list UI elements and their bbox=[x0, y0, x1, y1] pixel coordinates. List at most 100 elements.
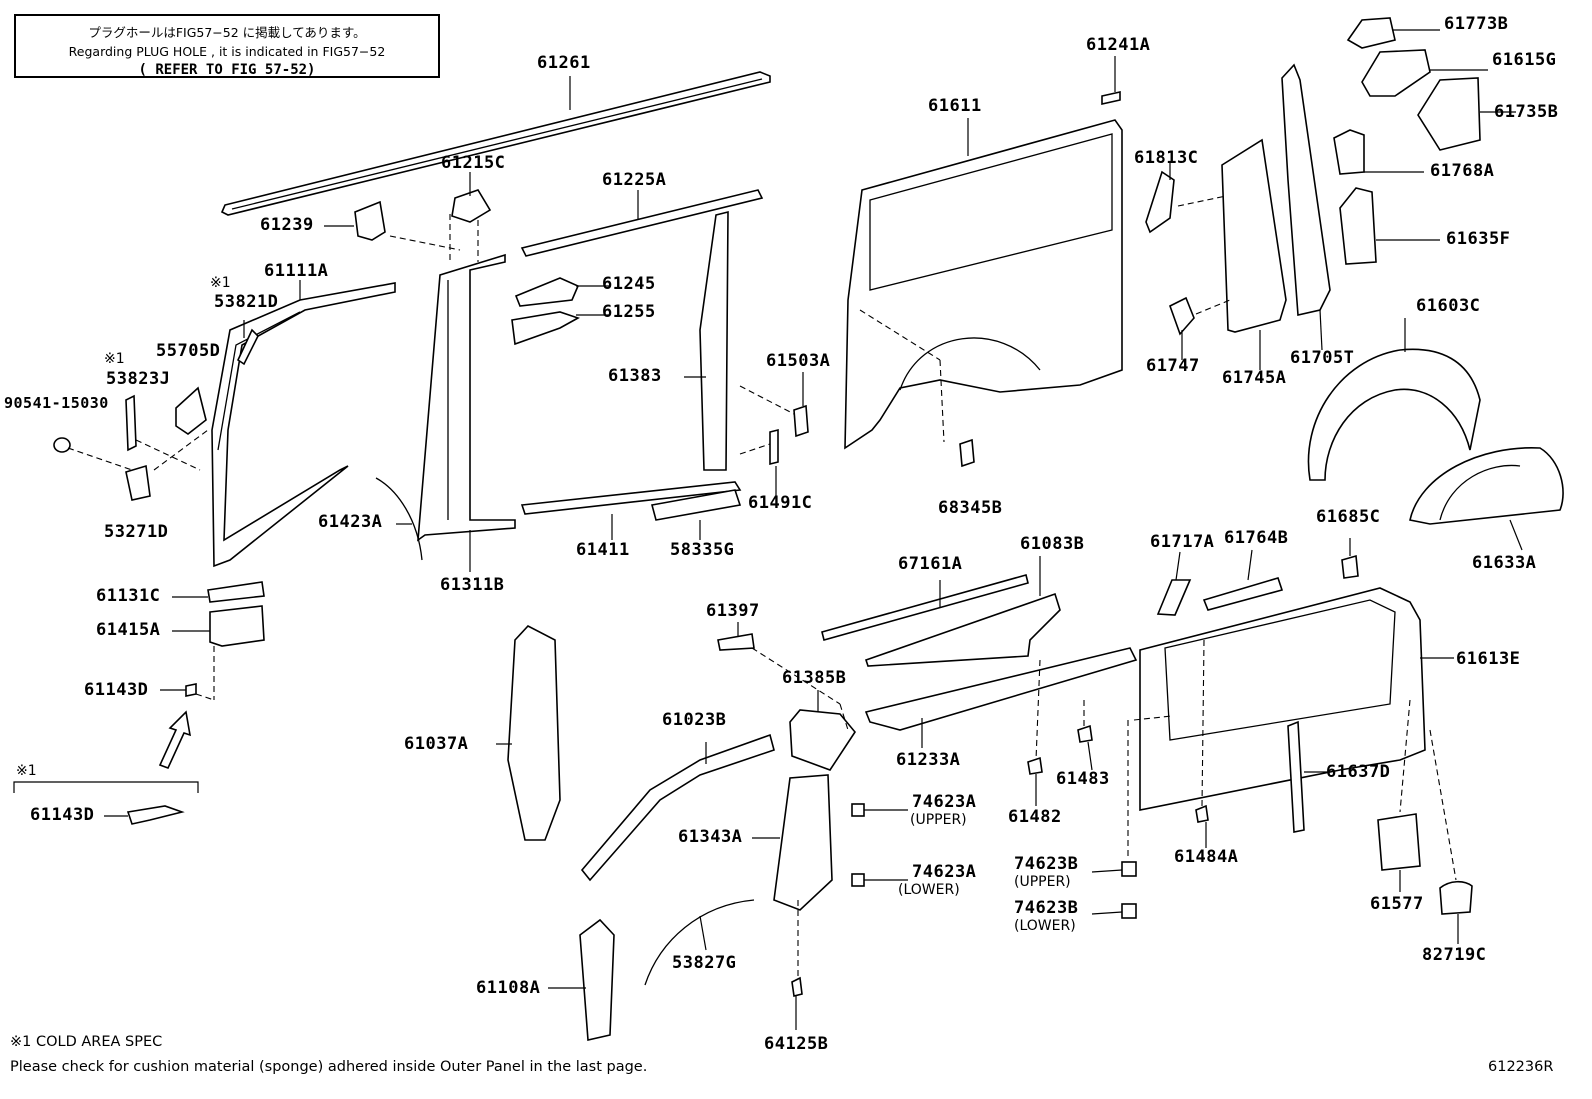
part-label-61503A[interactable]: 61503A bbox=[766, 351, 831, 371]
part-label-61768A[interactable]: 61768A bbox=[1430, 161, 1495, 181]
wheel-housing-61603C bbox=[1307, 348, 1481, 481]
part-label-58335G[interactable]: 58335G bbox=[670, 540, 735, 560]
part-label-64125B[interactable]: 64125B bbox=[764, 1034, 829, 1054]
part-label-61484A[interactable]: 61484A bbox=[1174, 847, 1239, 867]
part-label-61143D-cold[interactable]: 61143D bbox=[30, 805, 95, 825]
part-label-53271D[interactable]: 53271D bbox=[104, 522, 169, 542]
bracket-61239 bbox=[354, 200, 386, 241]
plate-68345B bbox=[959, 438, 975, 468]
part-label-61685C[interactable]: 61685C bbox=[1316, 507, 1381, 527]
part-label-61215C[interactable]: 61215C bbox=[441, 153, 506, 173]
part-label-61717A[interactable]: 61717A bbox=[1150, 532, 1215, 552]
bracket-61503A bbox=[793, 404, 809, 438]
part-label-61108A[interactable]: 61108A bbox=[476, 978, 541, 998]
wheel-arch-61423A bbox=[375, 477, 423, 561]
part-label-61311B[interactable]: 61311B bbox=[440, 575, 505, 595]
bracket-55705D bbox=[175, 386, 207, 435]
part-label-61037A[interactable]: 61037A bbox=[404, 734, 469, 754]
bracket-61245 bbox=[514, 277, 580, 307]
part-label-61745A[interactable]: 61745A bbox=[1222, 368, 1287, 388]
part-label-61255[interactable]: 61255 bbox=[602, 302, 656, 322]
part-label-61383[interactable]: 61383 bbox=[608, 366, 662, 386]
part-label-61613E[interactable]: 61613E bbox=[1456, 649, 1521, 669]
part-label-61423A[interactable]: 61423A bbox=[318, 512, 383, 532]
cold-area-mark-2: ※1 bbox=[104, 351, 125, 367]
rail-61083B bbox=[864, 592, 1061, 667]
part-label-61023B[interactable]: 61023B bbox=[662, 710, 727, 730]
part-label-61245[interactable]: 61245 bbox=[602, 274, 656, 294]
bracket-53823J bbox=[125, 394, 137, 452]
part-label-61735B[interactable]: 61735B bbox=[1494, 102, 1559, 122]
part-label-61343A[interactable]: 61343A bbox=[678, 827, 743, 847]
notice-refer-link[interactable]: ( REFER TO FIG 57-52) bbox=[138, 62, 316, 78]
part-label-61233A[interactable]: 61233A bbox=[896, 750, 961, 770]
bracket-61385B bbox=[789, 709, 856, 771]
roof-rail-61261 bbox=[220, 71, 771, 216]
part-label-61603C[interactable]: 61603C bbox=[1416, 296, 1481, 316]
cold-area-footnote: ※1 COLD AREA SPEC bbox=[10, 1034, 163, 1050]
part-label-61747[interactable]: 61747 bbox=[1146, 356, 1200, 376]
part-label-61482[interactable]: 61482 bbox=[1008, 807, 1062, 827]
part-label-55705D[interactable]: 55705D bbox=[156, 341, 221, 361]
part-label-61773B[interactable]: 61773B bbox=[1444, 14, 1509, 34]
part-label-67161A[interactable]: 67161A bbox=[898, 554, 963, 574]
clip-61143D-cold bbox=[126, 805, 185, 825]
part-label-61385B[interactable]: 61385B bbox=[782, 668, 847, 688]
clip-61685C bbox=[1341, 554, 1359, 579]
bracket-61255 bbox=[511, 311, 580, 346]
part-label-61261[interactable]: 61261 bbox=[537, 53, 591, 73]
pillar-61705T bbox=[1281, 63, 1331, 316]
pillar-61383 bbox=[699, 210, 729, 471]
figure-code: 612236R bbox=[1488, 1059, 1554, 1075]
sublabel-74623A-upper: (UPPER) bbox=[910, 812, 967, 828]
rail-61233A bbox=[864, 647, 1138, 731]
part-label-61111A[interactable]: 61111A bbox=[264, 261, 329, 281]
bracket-61768A bbox=[1333, 129, 1365, 175]
part-label-61764B[interactable]: 61764B bbox=[1224, 528, 1289, 548]
bracket-61415A bbox=[209, 605, 265, 647]
part-label-61415A[interactable]: 61415A bbox=[96, 620, 161, 640]
sublabel-74623A-lower: (LOWER) bbox=[898, 882, 960, 898]
plug-74623B-upper bbox=[1121, 861, 1137, 877]
outer-panel-61611 bbox=[844, 119, 1123, 450]
part-label-74623B-lower[interactable]: 74623B bbox=[1014, 898, 1079, 918]
part-label-61083B[interactable]: 61083B bbox=[1020, 534, 1085, 554]
part-label-61239[interactable]: 61239 bbox=[260, 215, 314, 235]
part-label-82719C[interactable]: 82719C bbox=[1422, 945, 1487, 965]
part-label-74623B-upper[interactable]: 74623B bbox=[1014, 854, 1079, 874]
cold-area-mark-1: ※1 bbox=[210, 275, 231, 291]
part-label-68345B[interactable]: 68345B bbox=[938, 498, 1003, 518]
rail-61225A bbox=[520, 189, 764, 257]
part-label-61577[interactable]: 61577 bbox=[1370, 894, 1424, 914]
part-label-61813C[interactable]: 61813C bbox=[1134, 148, 1199, 168]
part-label-61633A[interactable]: 61633A bbox=[1472, 553, 1537, 573]
part-label-61637D[interactable]: 61637D bbox=[1326, 762, 1391, 782]
part-label-61615G[interactable]: 61615G bbox=[1492, 50, 1557, 70]
part-label-61225A[interactable]: 61225A bbox=[602, 170, 667, 190]
part-label-61491C[interactable]: 61491C bbox=[748, 493, 813, 513]
part-label-61483[interactable]: 61483 bbox=[1056, 769, 1110, 789]
part-label-61397[interactable]: 61397 bbox=[706, 601, 760, 621]
part-label-61611[interactable]: 61611 bbox=[928, 96, 982, 116]
part-label-61131C[interactable]: 61131C bbox=[96, 586, 161, 606]
part-label-53827G[interactable]: 53827G bbox=[672, 953, 737, 973]
bracket-61637D bbox=[1287, 720, 1305, 833]
part-label-53821D[interactable]: 53821D bbox=[214, 292, 279, 312]
plate-61131C bbox=[207, 581, 265, 603]
part-label-61635F[interactable]: 61635F bbox=[1446, 229, 1511, 249]
weatherstrip-53827G bbox=[644, 899, 755, 986]
part-label-53823J[interactable]: 53823J bbox=[106, 369, 171, 389]
rail-67161A bbox=[821, 574, 1029, 641]
inner-panel-61613E bbox=[1139, 587, 1426, 811]
part-label-61143D[interactable]: 61143D bbox=[84, 680, 149, 700]
part-label-61241A[interactable]: 61241A bbox=[1086, 35, 1151, 55]
clip-61483 bbox=[1077, 724, 1093, 743]
clip-61482 bbox=[1027, 756, 1043, 775]
part-label-61411[interactable]: 61411 bbox=[576, 540, 630, 560]
part-label-74623A-lower[interactable]: 74623A bbox=[912, 862, 977, 882]
part-label-74623A-upper[interactable]: 74623A bbox=[912, 792, 977, 812]
part-label-90541-15030[interactable]: 90541-15030 bbox=[4, 394, 109, 412]
part-label-61705T[interactable]: 61705T bbox=[1290, 348, 1355, 368]
